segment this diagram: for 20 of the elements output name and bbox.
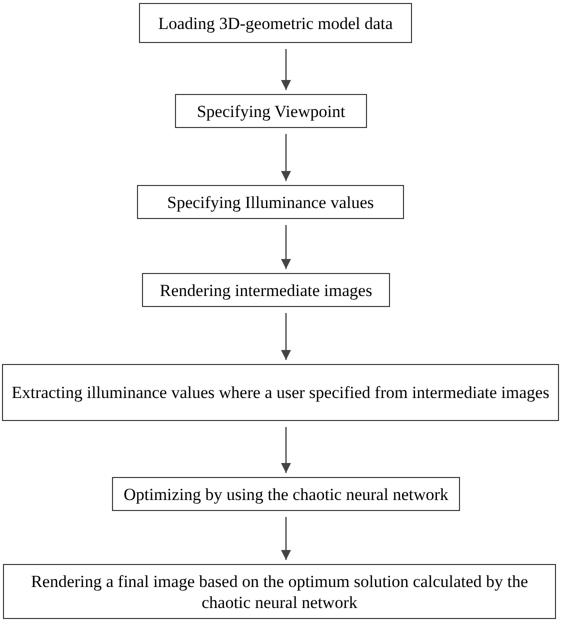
- step-text: Specifying Illuminance values: [167, 192, 374, 212]
- step-text: Rendering a final image based on the optimum solution calculated by the chaotic neural network: [30, 570, 530, 612]
- step-text: Loading 3D-geometric model data: [158, 12, 393, 34]
- process-box: [175, 94, 367, 128]
- arrow: [281, 427, 291, 473]
- arrow: [281, 313, 291, 360]
- process-box: [2, 364, 559, 421]
- arrow: [281, 49, 291, 90]
- step-text: Specifying Viewpoint: [196, 100, 346, 122]
- process-box: [139, 3, 412, 43]
- arrow: [281, 225, 291, 269]
- step-text: Rendering intermediate images: [160, 280, 372, 300]
- step-text: Extracting illuminance values where a user specified from intermediate images: [12, 382, 550, 403]
- process-box: [142, 273, 390, 307]
- process-box: [112, 477, 460, 511]
- arrow: [281, 134, 291, 181]
- step-text: Optimizing by using the chaotic neural network: [124, 484, 448, 504]
- process-box: [137, 185, 404, 219]
- process-box: [3, 564, 556, 619]
- arrow: [281, 517, 291, 560]
